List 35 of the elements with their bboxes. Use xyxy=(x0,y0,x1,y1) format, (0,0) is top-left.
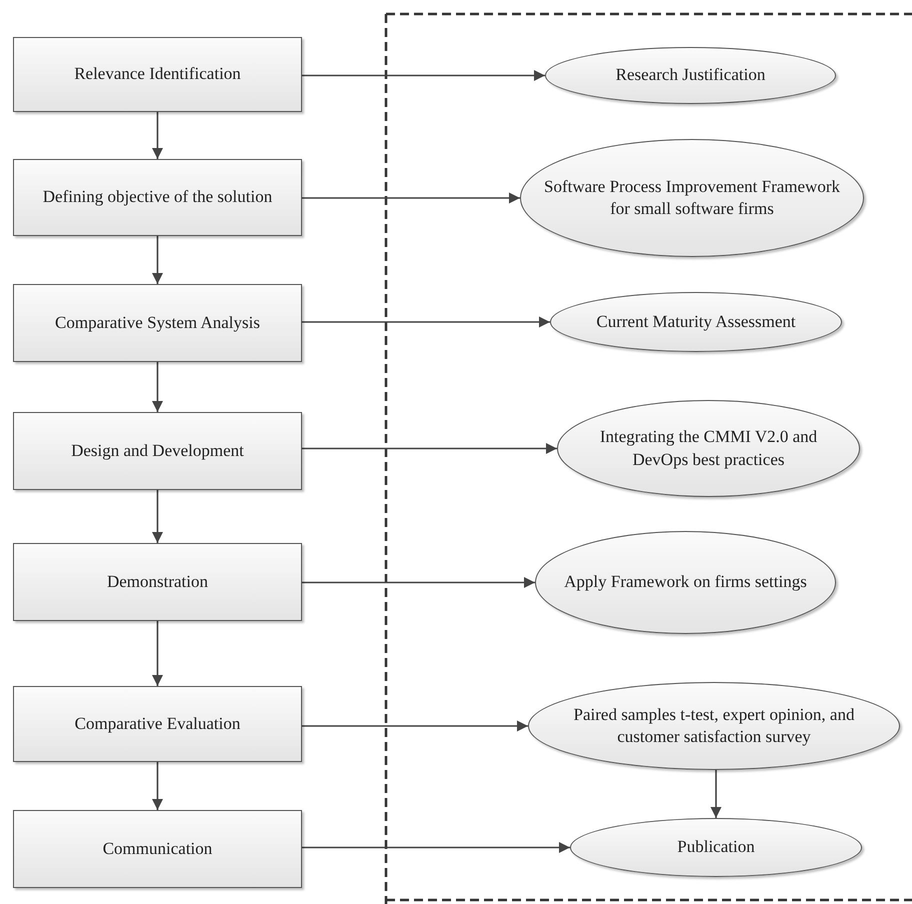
node-label: Current Maturity Assessment xyxy=(596,310,796,333)
node-label: Design and Development xyxy=(71,440,244,462)
arrow xyxy=(152,112,163,159)
process-box xyxy=(13,284,302,362)
node-label: Demonstration xyxy=(106,570,208,593)
process-box xyxy=(13,159,302,236)
node-label: Publication xyxy=(677,836,755,858)
arrow xyxy=(152,236,163,284)
arrow xyxy=(710,770,722,818)
arrow xyxy=(302,316,550,328)
arrow xyxy=(152,362,163,412)
arrow xyxy=(302,842,570,853)
node-label: Comparative System Analysis xyxy=(55,312,260,334)
arrow xyxy=(302,192,520,204)
node-label: Software Process Improvement Framework for small software firms xyxy=(542,176,841,220)
process-box xyxy=(13,543,302,621)
node-label: Relevance Identification xyxy=(74,63,241,86)
arrow xyxy=(152,621,163,686)
process-box xyxy=(13,37,302,112)
node-label: Communication xyxy=(102,838,212,860)
node-label: Apply Framework on firms settings xyxy=(564,571,807,594)
node-label: Comparative Evaluation xyxy=(74,712,240,735)
node-label: Research Justification xyxy=(616,64,766,86)
process-box xyxy=(13,686,302,762)
node-label: Paired samples t-test, expert opinion, and customer satisfaction survey xyxy=(572,704,856,748)
node-label: Defining objective of the solution xyxy=(42,186,272,208)
arrow xyxy=(302,577,535,588)
arrow xyxy=(302,70,545,81)
process-box xyxy=(13,810,302,888)
arrow xyxy=(302,720,528,732)
arrow xyxy=(152,762,163,810)
arrow xyxy=(302,443,557,454)
node-label: Integrating the CMMI V2.0 and DevOps best practices xyxy=(598,426,818,471)
arrow xyxy=(152,490,163,543)
process-box xyxy=(13,412,302,490)
